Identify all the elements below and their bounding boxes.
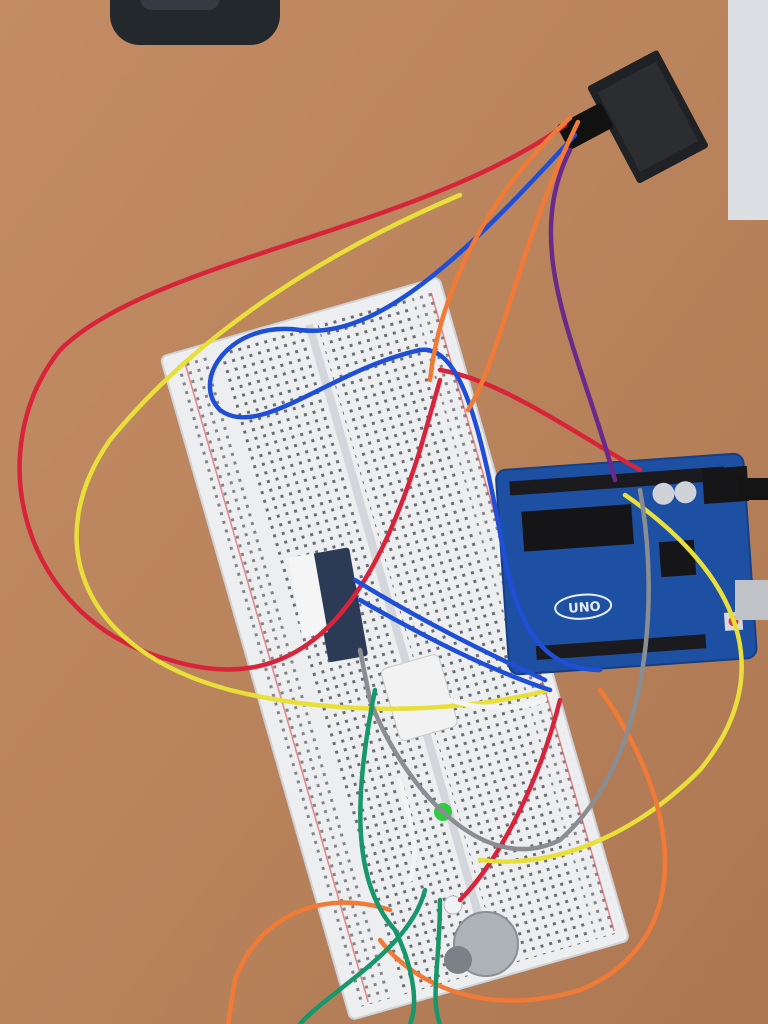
mouse-object [110,0,280,45]
wire-blue-b [357,597,553,693]
wire-gray [357,487,651,852]
wire-orange-lower [377,687,668,1003]
wire-yellow-long [74,192,553,711]
wire-blue-long [207,132,603,673]
breadboard [160,277,629,1020]
led-white [443,895,463,915]
arduino-board: UNO [495,452,758,676]
wire-purple [548,147,618,483]
usb-connector [735,580,768,620]
wire-green-c [433,897,443,1024]
wire-red-arduino [437,367,643,473]
pin-header [288,553,328,637]
laptop-edge [728,0,768,220]
wire-orange-b [465,119,581,413]
power-cable [738,478,768,500]
wire-white [397,777,417,883]
wire-green-a [358,687,417,1024]
board-logo-text: UNO [568,599,601,616]
wire-blue-a [352,577,548,683]
wire-red-long [17,122,568,672]
wire-red-lower [457,697,563,903]
wire-white-2 [447,697,548,710]
mouse-highlight [140,0,220,10]
wire-green-b [297,887,428,1024]
potentiometer-shaft [444,946,472,974]
wire-orange-a [427,115,573,383]
wire-orange-bottom [225,900,393,1024]
white-module [381,654,458,741]
wire-yellow-right [477,492,744,864]
